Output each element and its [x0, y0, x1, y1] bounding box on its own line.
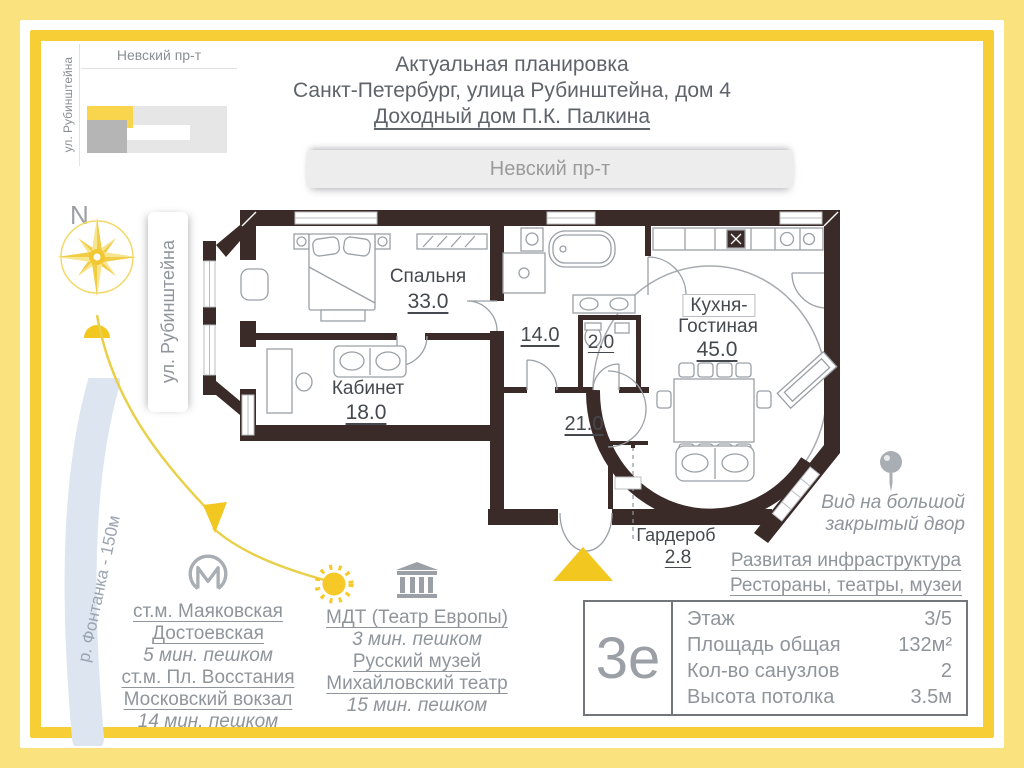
river-band	[64, 378, 120, 746]
minimap-street-top: Невский пр-т	[81, 44, 237, 69]
desk	[266, 348, 293, 414]
label-kitchen-area: 45.0	[696, 338, 738, 361]
dining-table	[673, 378, 755, 443]
tv-unit	[776, 350, 838, 410]
metro-line-4: ст.м. Пл. Восстания	[121, 667, 295, 688]
apartment-info-table: 3е Этаж 3/5 Площадь общая 132м² Кол-во с…	[583, 600, 968, 716]
label-kitchen-line1: Кухня-	[682, 294, 756, 317]
street-bar-rubinshteyna: ул. Рубинштейна	[148, 212, 188, 412]
title-line3: Доходный дом П.К. Палкина	[373, 105, 651, 128]
culture-line-1: МДТ (Театр Европы)	[326, 607, 508, 628]
wc-sink	[614, 322, 630, 334]
metro-line-5: Московский вокзал	[123, 689, 293, 710]
street-bar-nevsky: Невский пр-т	[306, 150, 794, 188]
minimap-street-left: ул. Рубинштейна	[57, 44, 80, 166]
culture-line-2: 3 мин. пешком	[352, 629, 482, 650]
metro-line-1: ст.м. Маяковская	[133, 601, 283, 622]
title-line1: Актуальная планировка	[395, 53, 629, 76]
row-value: 132м²	[898, 634, 952, 656]
infrastructure-note: Развитая инфраструктура Рестораны, театр…	[722, 548, 970, 598]
courtyard-window	[771, 466, 821, 522]
metro-line-3: 5 мин. пешком	[143, 645, 273, 666]
table-row: Этаж 3/5	[687, 606, 952, 632]
row-label: Высота потолка	[687, 686, 835, 708]
label-wardrobe-area: 2.8	[664, 547, 692, 568]
label-kitchen-line2: Гостиная	[678, 316, 758, 337]
row-value: 3/5	[924, 608, 952, 630]
bathroom-fixtures	[502, 227, 636, 348]
label-bathroom-area: 14.0	[520, 324, 560, 346]
wardrobe-leader	[614, 444, 642, 543]
metro-line-2: Достоевская	[152, 623, 264, 644]
page-title: Актуальная планировка Санкт-Петербург, у…	[0, 52, 1024, 130]
minimap-courtyard	[124, 125, 190, 140]
route-arrowhead	[203, 502, 227, 533]
kitchen-counter	[652, 227, 824, 251]
minimap-building	[87, 106, 227, 153]
infrastructure-line2: Рестораны, театры, музеи	[730, 575, 962, 596]
label-study-area: 18.0	[345, 401, 387, 424]
view-note: Вид на большой закрытый двор	[793, 492, 965, 536]
theater-icon	[396, 562, 438, 598]
compass-rose-icon	[57, 217, 137, 297]
view-note-line1: Вид на большой	[821, 492, 965, 513]
culture-line-5: 15 мин. пешком	[346, 695, 488, 716]
bedroom-furniture	[240, 233, 488, 322]
info-rows: Этаж 3/5 Площадь общая 132м² Кол-во сану…	[673, 602, 966, 714]
label-wardrobe: Гардероб	[636, 525, 716, 545]
row-label: Кол-во санузлов	[687, 660, 840, 682]
label-wc-area: 2.0	[587, 332, 615, 353]
pin-icon	[880, 451, 902, 492]
location-minimap: Невский пр-т ул. Рубинштейна	[57, 44, 237, 166]
route-start-dome	[84, 325, 110, 338]
label-study: Кабинет	[331, 378, 405, 399]
view-note-line2: закрытый двор	[825, 514, 966, 535]
oval-room-wall	[585, 389, 813, 523]
floor-plan	[203, 210, 840, 581]
culture-poi-block: МДТ (Театр Европы) 3 мин. пешком Русский…	[301, 562, 533, 717]
metro-poi-block: ст.м. Маяковская Достоевская 5 мин. пешк…	[92, 552, 324, 733]
windows	[241, 211, 839, 436]
compass-cardinal-points	[57, 217, 137, 297]
route-curve	[84, 314, 329, 583]
living-sofa	[675, 445, 755, 482]
row-value: 2	[940, 660, 952, 682]
kitchen-sink	[779, 231, 795, 247]
row-label: Этаж	[687, 608, 735, 630]
study-furniture	[266, 345, 407, 414]
culture-line-3: Русский музей	[352, 651, 482, 672]
armchair	[240, 268, 269, 301]
wardrobe-cabinet	[416, 233, 488, 250]
minimap-neighbor-block	[87, 120, 127, 153]
minimap-apartment-highlight	[87, 106, 133, 122]
office-chair	[295, 372, 313, 392]
compass-north-label: N	[70, 200, 89, 230]
row-value: 3.5м	[910, 686, 952, 708]
label-hall-area: 21.0	[564, 413, 604, 435]
bay-window	[203, 225, 240, 415]
infrastructure-line1: Развитая инфраструктура	[730, 550, 962, 571]
title-line2: Санкт-Петербург, улица Рубинштейна, дом …	[293, 79, 731, 102]
culture-line-4: Михайловский театр	[326, 673, 508, 694]
sun-icon	[314, 564, 354, 604]
table-row: Высота потолка 3.5м	[687, 684, 952, 710]
table-row: Кол-во санузлов 2	[687, 658, 952, 684]
entrance-door	[558, 509, 613, 552]
metro-icon	[188, 554, 228, 590]
row-label: Площадь общая	[687, 634, 841, 656]
label-bedroom: Спальня	[389, 266, 467, 287]
entrance-arrow-icon	[553, 547, 613, 581]
label-bedroom-area: 33.0	[407, 290, 449, 313]
table-row: Площадь общая 132м²	[687, 632, 952, 658]
metro-line-6: 14 мин. пешком	[137, 711, 279, 732]
plan-code: 3е	[585, 602, 673, 714]
